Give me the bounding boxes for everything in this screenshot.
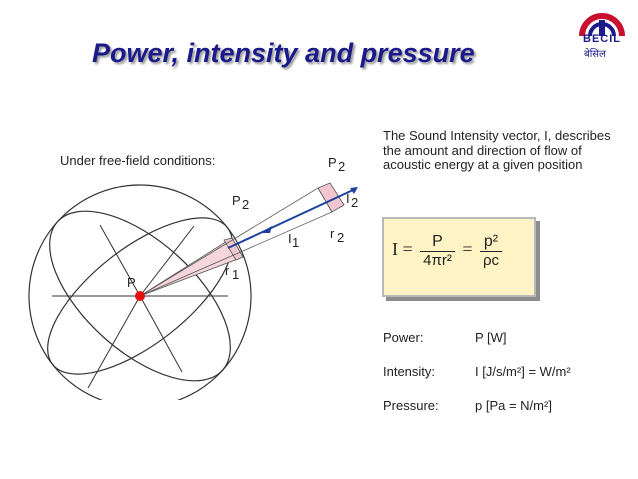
- label-i2: I: [346, 191, 350, 206]
- label-r2-sub: 2: [337, 230, 344, 245]
- quantity-label: Pressure:: [383, 398, 439, 413]
- logo-name: BECIL: [583, 33, 621, 45]
- quantity-value: p [Pa = N/m²]: [475, 398, 552, 413]
- quantity-label: Intensity:: [383, 364, 436, 379]
- intensity-formula-box: I = P 4πr² = p² ρc: [382, 217, 536, 297]
- quantity-row-power: Power: P [W]: [383, 330, 507, 345]
- intensity-formula: I = P 4πr² = p² ρc: [392, 233, 505, 269]
- label-i2-sub: 2: [351, 195, 358, 210]
- label-p: P: [127, 275, 136, 290]
- label-i1: I: [288, 231, 292, 246]
- quantity-value: P [W]: [475, 330, 507, 345]
- diagram-caption: Under free-field conditions:: [60, 153, 215, 168]
- formula-lhs: I =: [392, 239, 413, 260]
- intensity-description: The Sound Intensity vector, I, describes…: [383, 128, 611, 172]
- quantity-label: Power:: [383, 330, 424, 345]
- formula-fraction-2: p² ρc: [480, 233, 503, 269]
- free-field-diagram: Under free-field conditions: P P 2 P 2 r…: [28, 153, 358, 400]
- label-p2-sub: 2: [338, 159, 345, 174]
- formula-frac2-denominator: ρc: [483, 252, 500, 269]
- label-p1: P: [232, 193, 241, 208]
- formula-fraction-1: P 4πr²: [420, 233, 455, 269]
- source-point-icon: [135, 291, 145, 301]
- quantity-value: I [J/s/m²] = W/m²: [475, 364, 571, 379]
- label-r2: r: [330, 226, 335, 241]
- formula-frac1-denominator: 4πr²: [423, 252, 452, 269]
- becil-logo-icon: [579, 13, 625, 37]
- label-r1-sub: 1: [232, 267, 239, 282]
- label-p1-sub: 2: [242, 197, 249, 212]
- quantity-row-pressure: Pressure: p [Pa = N/m²]: [383, 398, 552, 413]
- formula-equals: =: [462, 239, 473, 260]
- label-i1-sub: 1: [292, 235, 299, 250]
- label-r1: r: [225, 263, 230, 278]
- quantity-row-intensity: Intensity: I [J/s/m²] = W/m²: [383, 364, 571, 379]
- slide-title: Power, intensity and pressure: [92, 38, 475, 68]
- logo-hindi-name: बेसिल: [584, 49, 606, 60]
- formula-frac1-numerator: P: [420, 233, 455, 252]
- formula-frac2-numerator: p²: [480, 233, 503, 252]
- label-p2: P: [328, 155, 337, 170]
